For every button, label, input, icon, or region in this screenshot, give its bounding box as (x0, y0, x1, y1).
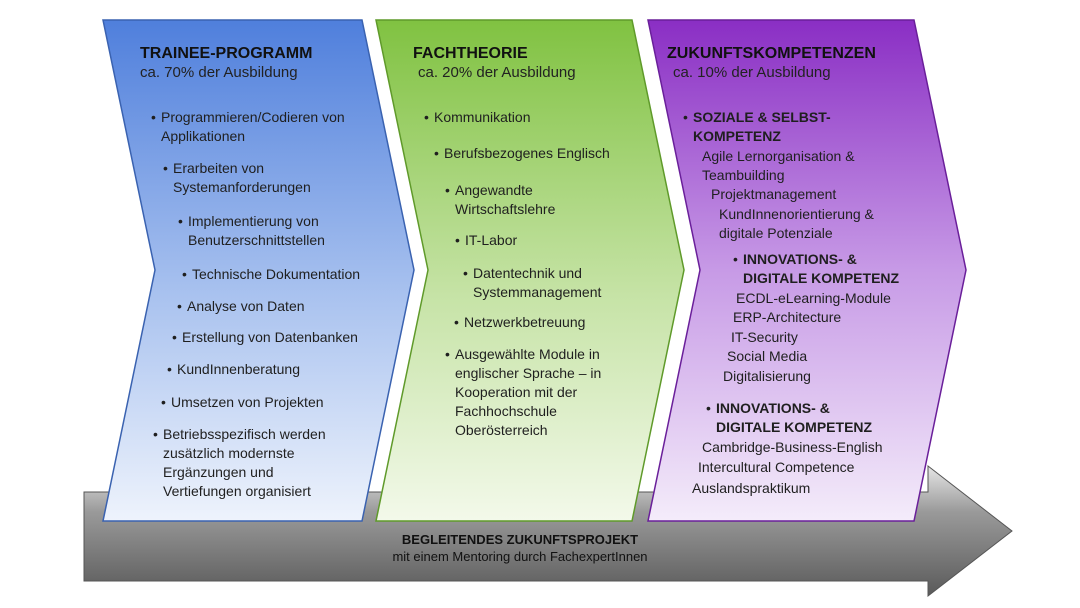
column-subtitle: ca. 70% der Ausbildung (140, 64, 298, 81)
group-line: KundInnenorientierung & (719, 206, 874, 222)
group-line: ERP-Architecture (733, 309, 842, 325)
list-item: Ausgewählte Module in englischer Sprache… (445, 345, 625, 440)
group-line: Cambridge-Business-English (702, 439, 883, 455)
list-item: Programmieren/Codieren von Applikationen (151, 108, 351, 146)
list-item: Technische Dokumentation (182, 265, 392, 284)
column-zukunft: ZUKUNFTSKOMPETENZEN ca. 10% der Ausbildu… (667, 44, 876, 100)
list-item: Kommunikation (424, 108, 614, 127)
list-item: IT-Labor (455, 231, 615, 250)
column-subtitle: ca. 10% der Ausbildung (673, 64, 831, 81)
group-line: Intercultural Competence (698, 459, 855, 475)
group-line: IT-Security (731, 329, 798, 345)
list-item: Erstellung von Datenbanken (172, 328, 392, 347)
list-item: Umsetzen von Projekten (161, 393, 371, 412)
column-trainee: TRAINEE-PROGRAMM ca. 70% der Ausbildung (140, 44, 312, 100)
list-item: KundInnenberatung (167, 360, 377, 379)
group-heading: SOZIALE & SELBST-KOMPETENZ (683, 108, 863, 146)
list-item: Angewandte Wirtschaftslehre (445, 181, 605, 219)
list-item: Analyse von Daten (177, 297, 387, 316)
group-line: Social Media (727, 348, 808, 364)
group-line: ECDL-eLearning-Module (736, 290, 891, 306)
list-item: Netzwerkbetreuung (454, 313, 634, 332)
group-line: Projektmanagement (711, 186, 837, 202)
group-line: Agile Lernorganisation & (702, 148, 855, 164)
group-line: digitale Potenziale (719, 225, 833, 241)
bottom-subtitle: mit einem Mentoring durch FachexpertInne… (392, 549, 648, 564)
group-heading: INNOVATIONS- & DIGITALE KOMPETENZ (706, 399, 896, 437)
group-heading: INNOVATIONS- & DIGITALE KOMPETENZ (733, 250, 923, 288)
group-line: Auslandspraktikum (692, 480, 811, 496)
list-item: Implementierung von Benutzerschnittstell… (178, 212, 358, 250)
column-subtitle: ca. 20% der Ausbildung (418, 64, 576, 81)
list-item: Berufsbezogenes Englisch (434, 144, 644, 163)
list-item: Datentechnik und Systemmanagement (463, 264, 633, 302)
bottom-title: BEGLEITENDES ZUKUNFTSPROJEKT (401, 532, 639, 547)
group-line: Teambuilding (702, 167, 785, 183)
column-title: TRAINEE-PROGRAMM (140, 45, 313, 62)
list-item: Betriebsspezifisch werden zusätzlich mod… (153, 425, 353, 501)
column-title: ZUKUNFTSKOMPETENZEN (667, 45, 876, 62)
group-line: Digitalisierung (723, 368, 811, 384)
bottom-project: BEGLEITENDES ZUKUNFTSPROJEKT mit einem M… (200, 531, 840, 565)
column-title: FACHTHEORIE (413, 45, 528, 62)
column-fachtheorie: FACHTHEORIE ca. 20% der Ausbildung (413, 44, 576, 100)
list-item: Erarbeiten von Systemanforderungen (163, 159, 343, 197)
